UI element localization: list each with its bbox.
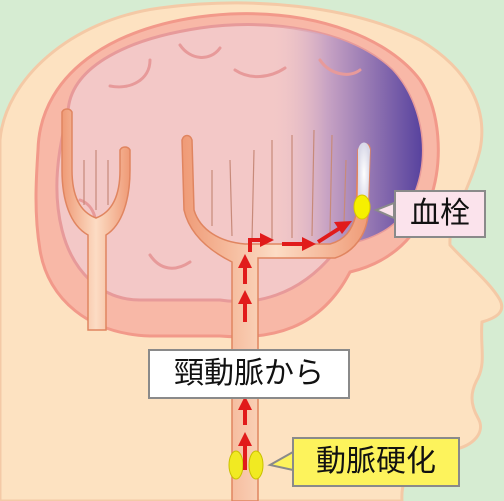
arrow-diagonal xyxy=(316,221,352,244)
arteriosclerosis-label: 動脈硬化 xyxy=(292,437,460,487)
plaque-left xyxy=(228,450,244,480)
left-cerebral-artery xyxy=(61,108,131,331)
occluded-vessel-tip xyxy=(358,142,370,205)
arrow-neck-upper xyxy=(238,396,252,425)
left-small-vessels xyxy=(83,150,109,210)
arrow-neck-lower xyxy=(238,432,252,470)
plaque-right xyxy=(248,450,264,480)
arrow-bend xyxy=(248,233,274,252)
right-small-vessels xyxy=(211,129,347,241)
arrow-horizontal xyxy=(282,237,316,251)
blood-flow-arrows xyxy=(238,221,352,470)
clot-label: 血栓 xyxy=(394,190,486,238)
arrow-carotid-2 xyxy=(238,254,252,284)
blood-clot xyxy=(353,194,371,220)
arrow-carotid-1 xyxy=(238,290,252,322)
carotid-label: 頸動脈から xyxy=(148,349,350,399)
brain-folds xyxy=(78,43,362,270)
